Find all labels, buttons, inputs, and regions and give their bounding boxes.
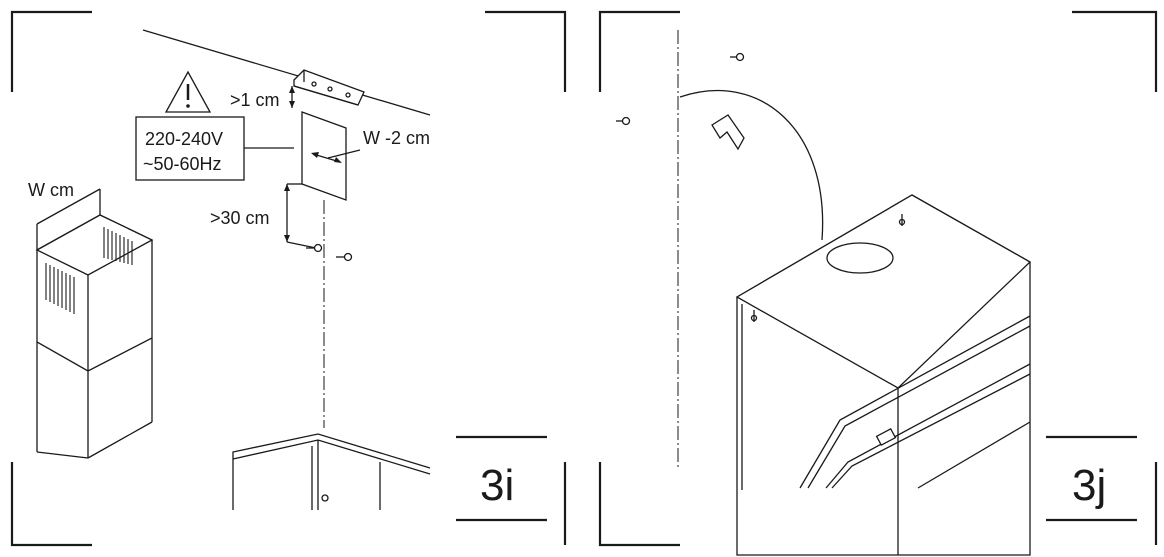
panel-label-3i: 3i: [480, 461, 514, 510]
top-gap-label: >1 cm: [230, 90, 280, 110]
hood-icon: [232, 433, 431, 510]
wall-plate: [301, 111, 347, 201]
panel-label-3j: 3j: [1072, 461, 1106, 510]
panel-3j-frame: [598, 10, 1158, 547]
panel-3i-frame: [10, 10, 567, 547]
width-label: W cm: [28, 180, 74, 200]
hood-icon: [735, 194, 1032, 556]
chimney-duct-icon: [35, 214, 154, 459]
warning-triangle-icon: [164, 70, 212, 113]
panel-3i: >1 cm W -2 cm 220-240V ~50-60Hz >30 cm: [10, 10, 567, 547]
electrical-spec-box: [135, 116, 245, 181]
curved-arrow-icon: [711, 114, 745, 151]
screw-icon: [616, 52, 745, 126]
ceiling-line: [142, 29, 431, 116]
bracket-icon: [293, 69, 365, 106]
power-cable: [679, 89, 824, 241]
frequency-label: ~50-60Hz: [143, 154, 222, 174]
voltage-label: 220-240V: [145, 129, 223, 149]
panel-3j: 3j: [598, 10, 1158, 556]
bottom-gap-label: >30 cm: [210, 208, 270, 228]
side-gap-label: W -2 cm: [363, 128, 430, 148]
screw-icon: [306, 243, 353, 262]
